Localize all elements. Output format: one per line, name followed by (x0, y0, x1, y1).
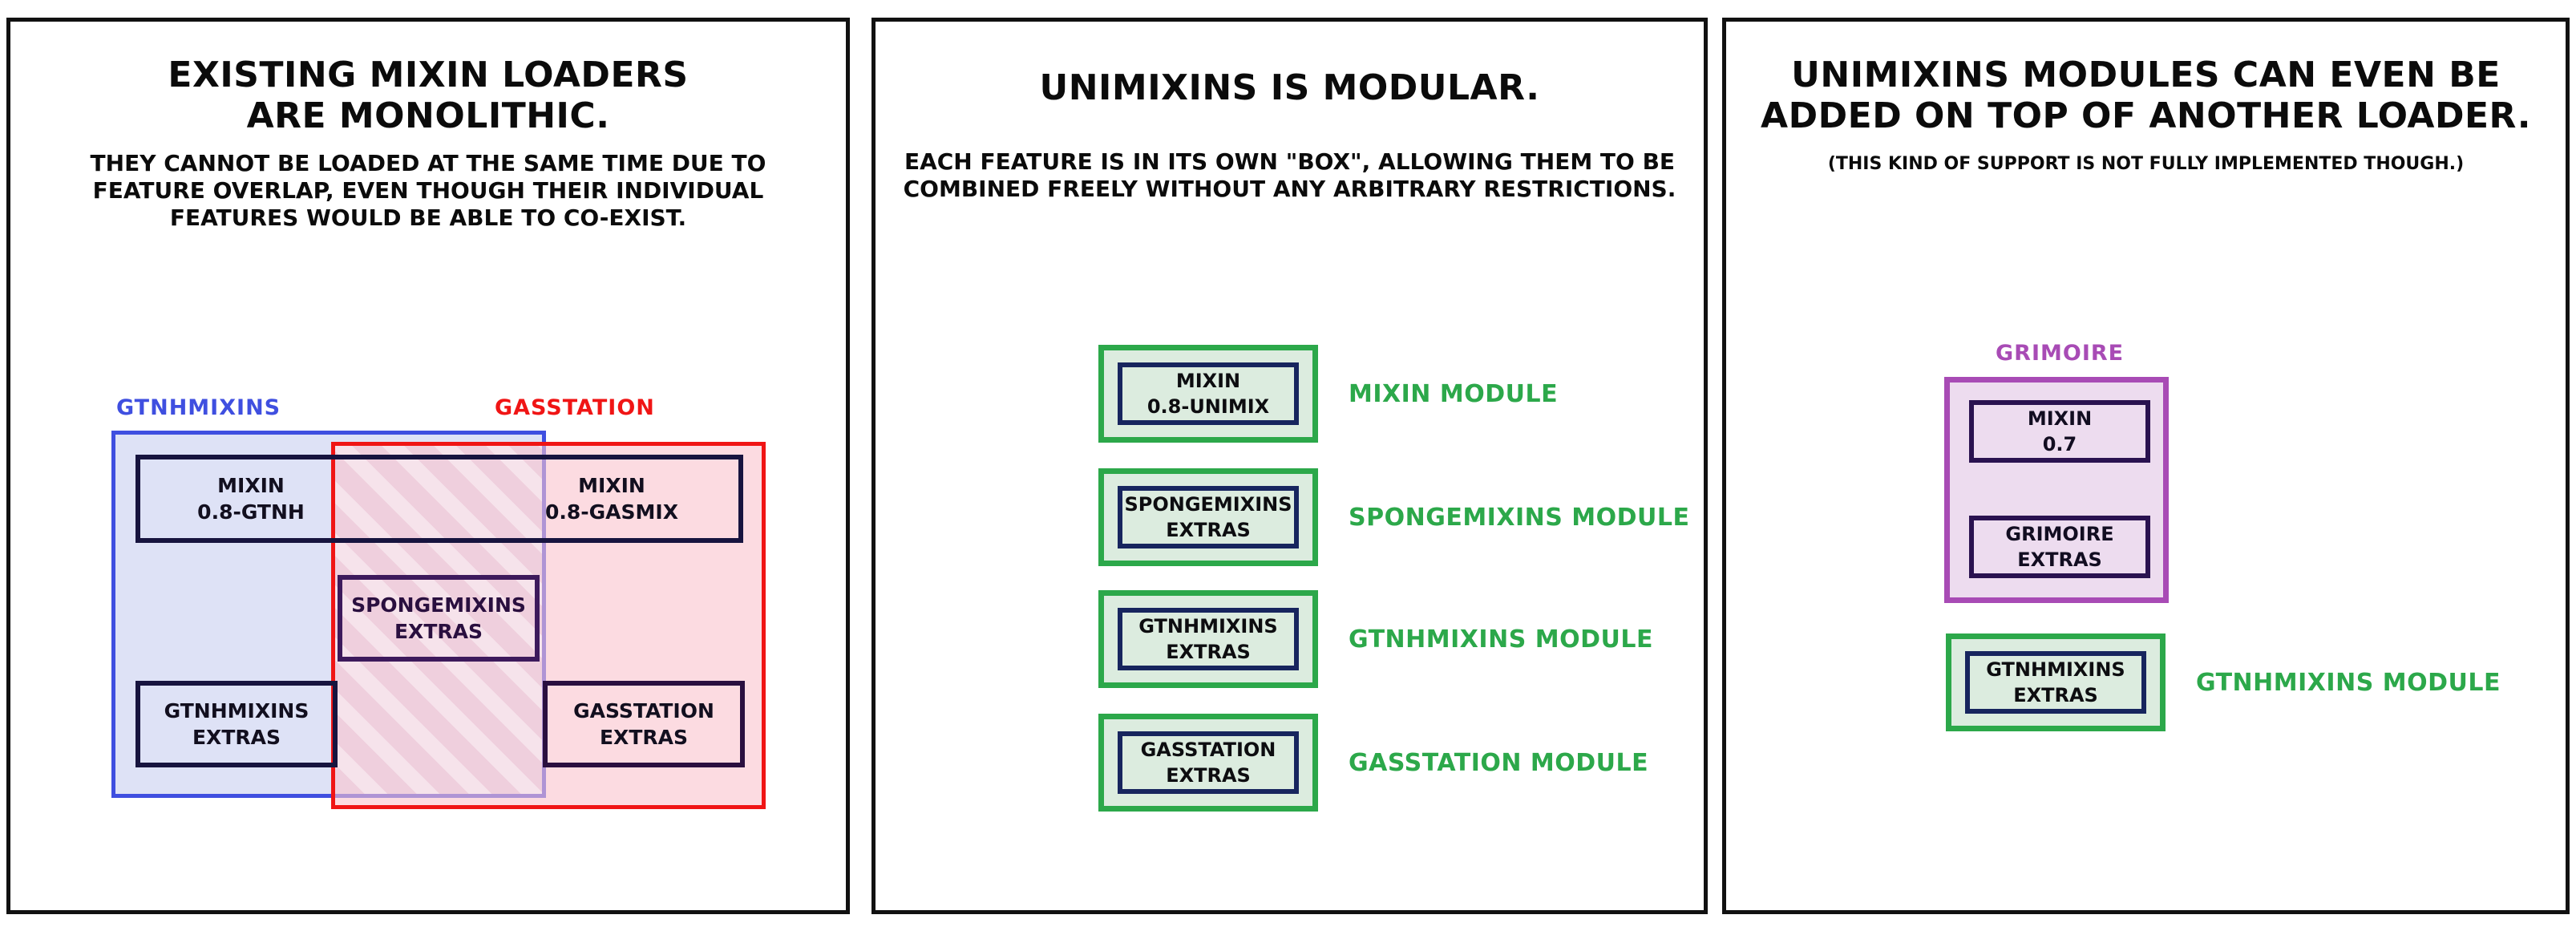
venn-feature-mixin-gasmix-line2: 0.8-GASMIX (545, 500, 678, 524)
venn-feature-mixin-gtnh: MIXIN 0.8-GTNH (155, 459, 347, 538)
venn-feature-mixin-span: MIXIN 0.8-GTNH MIXIN 0.8-GASMIX (135, 455, 743, 543)
loader-box-grimoire: MIXIN 0.7 GRIMOIRE EXTRAS (1944, 377, 2169, 603)
module-outer-box-gasstation: GASSTATION EXTRAS (1098, 714, 1318, 812)
venn-feature-mixin-gtnh-line1: MIXIN (217, 474, 285, 497)
venn-set-label-gasstation: GASSTATION (495, 395, 655, 420)
loader-label-grimoire: GRIMOIRE (1996, 341, 2125, 366)
module-row-gasstation: GASSTATION EXTRAS GASSTATION MODULE (1098, 714, 1648, 812)
module-inner-box-gtnhmixins: GTNHMIXINS EXTRAS (1118, 608, 1299, 670)
module-row-gtnhmixins-on-loader: GTNHMIXINS EXTRAS GTNHMIXINS MODULE (1946, 633, 2501, 731)
panel-2-subtitle: EACH FEATURE IS IN ITS OWN "BOX", ALLOWI… (903, 148, 1676, 203)
module-label-gasstation: GASSTATION MODULE (1349, 748, 1649, 777)
module-inner-box-mixin: MIXIN 0.8-UNIMIX (1118, 362, 1299, 425)
venn-feature-mixin-gasmix-line1: MIXIN (578, 474, 645, 497)
module-row-gtnhmixins: GTNHMIXINS EXTRAS GTNHMIXINS MODULE (1098, 590, 1653, 688)
panel-2-title: UNIMIXINS IS MODULAR. (1039, 67, 1540, 108)
venn-feature-gtnhmixins-line2: EXTRAS (192, 726, 281, 749)
venn-feature-spongemixins-line2: EXTRAS (394, 620, 483, 643)
module-label-gtnhmixins-on-loader: GTNHMIXINS MODULE (2196, 668, 2501, 697)
venn-feature-gtnhmixins-line1: GTNHMIXINS (164, 699, 309, 723)
module-row-spongemixins: SPONGEMIXINS EXTRAS SPONGEMIXINS MODULE (1098, 468, 1690, 566)
venn-feature-spongemixins-extras: SPONGEMIXINS EXTRAS (338, 575, 540, 662)
module-outer-box-mixin: MIXIN 0.8-UNIMIX (1098, 345, 1318, 443)
panel-1-subtitle: THEY CANNOT BE LOADED AT THE SAME TIME D… (90, 150, 766, 232)
venn-feature-gasstation-line1: GASSTATION (573, 699, 714, 723)
venn-set-box-gasstation (331, 442, 766, 809)
module-row-mixin: MIXIN 0.8-UNIMIX MIXIN MODULE (1098, 345, 1558, 443)
panel-3-subtitle: (THIS KIND OF SUPPORT IS NOT FULLY IMPLE… (1827, 154, 2465, 174)
module-inner-box-gasstation: GASSTATION EXTRAS (1118, 731, 1299, 794)
module-label-gtnhmixins: GTNHMIXINS MODULE (1349, 625, 1653, 654)
panel-existing-loaders: EXISTING MIXIN LOADERS ARE MONOLITHIC. T… (6, 18, 850, 914)
loader-item-grimoire-extras: GRIMOIRE EXTRAS (1969, 516, 2150, 578)
loader-item-mixin: MIXIN 0.7 (1969, 400, 2150, 463)
venn-feature-mixin-gasmix: MIXIN 0.8-GASMIX (499, 459, 724, 538)
module-label-spongemixins: SPONGEMIXINS MODULE (1349, 503, 1690, 532)
venn-feature-gasstation-line2: EXTRAS (599, 726, 688, 749)
venn-feature-gtnhmixins-extras: GTNHMIXINS EXTRAS (135, 681, 338, 767)
module-outer-box-gtnhmixins-on-loader: GTNHMIXINS EXTRAS (1946, 633, 2166, 731)
venn-diagram: GTNHMIXINS GASSTATION MIXIN 0.8-GTNH MIX… (10, 22, 854, 918)
venn-feature-spongemixins-line1: SPONGEMIXINS (351, 593, 526, 617)
venn-set-label-gtnhmixins: GTNHMIXINS (116, 395, 281, 420)
panel-3-title: UNIMIXINS MODULES CAN EVEN BE ADDED ON T… (1761, 55, 2531, 136)
module-outer-box-gtnhmixins: GTNHMIXINS EXTRAS (1098, 590, 1318, 688)
panel-1-title: EXISTING MIXIN LOADERS ARE MONOLITHIC. (168, 55, 689, 136)
module-inner-box-spongemixins: SPONGEMIXINS EXTRAS (1118, 486, 1299, 548)
venn-feature-gasstation-extras: GASSTATION EXTRAS (543, 681, 745, 767)
module-label-mixin: MIXIN MODULE (1349, 379, 1559, 408)
venn-feature-mixin-gtnh-line2: 0.8-GTNH (197, 500, 305, 524)
module-outer-box-spongemixins: SPONGEMIXINS EXTRAS (1098, 468, 1318, 566)
module-inner-box-gtnhmixins-on-loader: GTNHMIXINS EXTRAS (1965, 651, 2146, 714)
